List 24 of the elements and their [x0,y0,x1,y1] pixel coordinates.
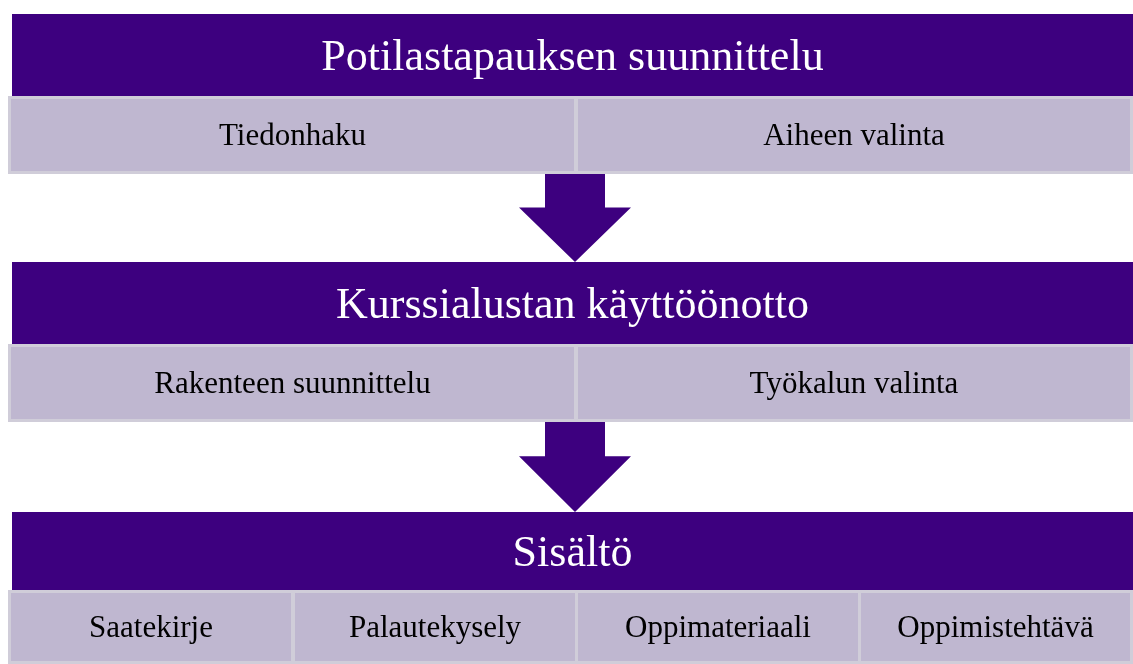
step-box [575,344,1133,422]
header-band [12,14,1133,96]
band-title: Potilastapauksen suunnittelu [321,29,824,81]
step-label: Rakenteen suunnittelu [154,365,431,401]
step-label: Palautekysely [348,609,522,645]
step-label: Saatekirje [89,609,213,645]
step-box [8,344,577,422]
step-label: Oppimateriaali [625,609,811,645]
band-title: Kurssialustan käyttöönotto [336,277,809,329]
step-box [8,590,294,664]
block-arrow [519,174,631,262]
step-label: Oppimistehtävä [897,609,1094,645]
block-arrow [519,422,631,512]
step-box [8,96,577,174]
step-box [292,590,578,664]
band-title: Sisältö [512,525,633,577]
header-band [12,512,1133,590]
step-box [575,96,1133,174]
header-band [12,262,1133,344]
step-box [575,590,861,664]
step-box [858,590,1133,664]
step-label: Aiheen valinta [763,117,945,153]
step-label: Työkalun valinta [749,365,959,401]
step-label: Tiedonhaku [219,117,366,153]
